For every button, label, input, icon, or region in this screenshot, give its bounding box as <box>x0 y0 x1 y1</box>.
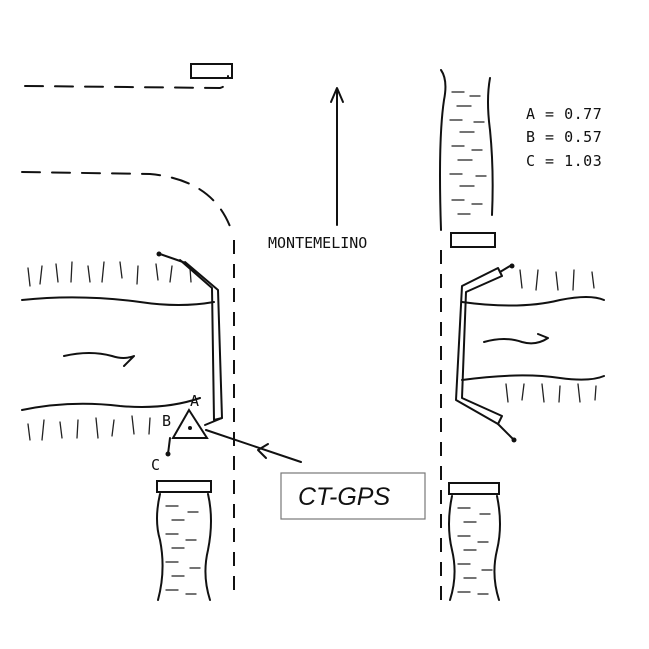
right-canal <box>461 269 605 403</box>
sensor-triangle <box>171 408 209 439</box>
road-name-label: MONTEMELINO <box>268 234 367 252</box>
point-a-label: A <box>190 392 199 410</box>
coefficient-b: B = 0.57 <box>526 128 602 146</box>
north-arrow <box>330 87 344 226</box>
road-edge-lines <box>233 240 442 600</box>
bottom-left-bank <box>156 480 212 601</box>
bottom-right-bank <box>448 482 501 601</box>
sensor-label-box: CT-GPS <box>280 472 426 520</box>
top-car-marker <box>190 63 233 79</box>
right-top-bank <box>439 69 496 248</box>
point-b-label: B <box>162 412 171 430</box>
sensor-label: CT-GPS <box>298 483 390 511</box>
coefficient-list: A = 0.77 B = 0.57 C = 1.03 <box>526 105 602 170</box>
right-guardrail <box>455 263 517 443</box>
top-road-edges <box>21 75 233 233</box>
coefficient-a: A = 0.77 <box>526 105 602 123</box>
coefficient-c: C = 1.03 <box>526 152 602 170</box>
sensor-location: A B C <box>151 392 302 474</box>
left-canal <box>21 261 215 441</box>
point-c-label: C <box>151 456 160 474</box>
